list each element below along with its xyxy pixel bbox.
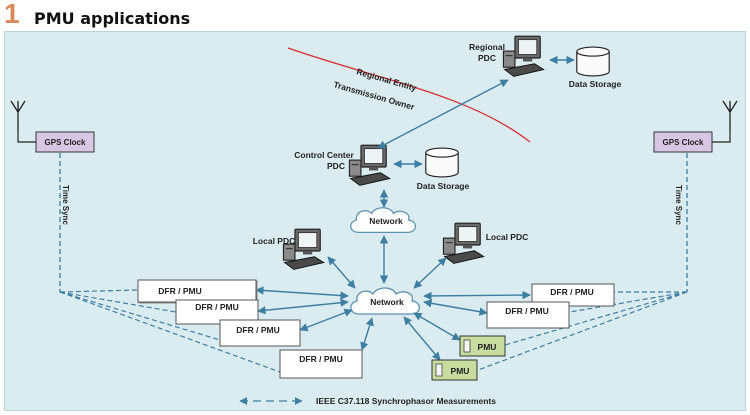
pmu-unit-1-box — [459, 335, 506, 357]
data-storage-mid-label: Data Storage — [417, 181, 470, 191]
data-storage-mid-icon — [425, 147, 459, 178]
gps-clock-right — [653, 131, 713, 153]
legend-label: IEEE C37.118 Synchrophasor Measurements — [316, 396, 496, 406]
section-number: 1 — [4, 0, 20, 29]
regional-pdc-computer-icon — [502, 35, 545, 77]
pmu-unit-1-icon — [463, 339, 471, 353]
header: 1 PMU applications — [0, 0, 750, 30]
dfr-right-2-box — [486, 301, 570, 329]
dfr-left-4-label: DFR / PMU — [299, 354, 342, 364]
regional-pdc-label-2: PDC — [478, 53, 496, 63]
dfr-right-1-label: DFR / PMU — [550, 287, 593, 297]
time-sync-right-label: Time Sync — [674, 185, 683, 225]
pmu-unit-2-box — [431, 359, 478, 381]
dfr-left-3-box — [219, 319, 301, 347]
pmu-unit-2-icon — [435, 363, 443, 377]
gps-clock-left — [35, 131, 95, 153]
page-title: PMU applications — [34, 9, 191, 28]
pmu-unit-2-label: PMU — [451, 366, 470, 376]
control-center-label-2: PDC — [327, 161, 345, 171]
local-pdc-right-label: Local PDC — [486, 232, 529, 242]
control-center-label-1: Control Center — [294, 150, 354, 160]
dfr-left-3-label: DFR / PMU — [236, 325, 279, 335]
dfr-right-2-label: DFR / PMU — [505, 306, 548, 316]
data-storage-top-label: Data Storage — [569, 79, 622, 89]
pmu-unit-1-label: PMU — [478, 342, 497, 352]
data-storage-top-icon — [576, 46, 610, 77]
time-sync-left-label: Time Sync — [61, 185, 70, 225]
antenna-right-icon — [722, 100, 738, 131]
dfr-right-1-box — [531, 283, 615, 307]
local-pdc-left-label: Local PDC — [253, 236, 296, 246]
network-main-label: Network — [370, 297, 404, 307]
regional-pdc-label-1: Regional — [469, 42, 505, 52]
antenna-left-icon — [10, 100, 26, 131]
control-center-pdc-computer-icon — [348, 144, 391, 186]
network-top-label: Network — [369, 216, 403, 226]
dfr-left-1-label: DFR / PMU — [158, 286, 201, 296]
local-pdc-right-computer-icon — [442, 222, 485, 264]
dfr-left-4-box — [279, 349, 363, 379]
gps-clock-right-label: GPS Clock — [663, 138, 704, 147]
gps-clock-left-label: GPS Clock — [45, 138, 86, 147]
dfr-left-2-label: DFR / PMU — [195, 302, 238, 312]
